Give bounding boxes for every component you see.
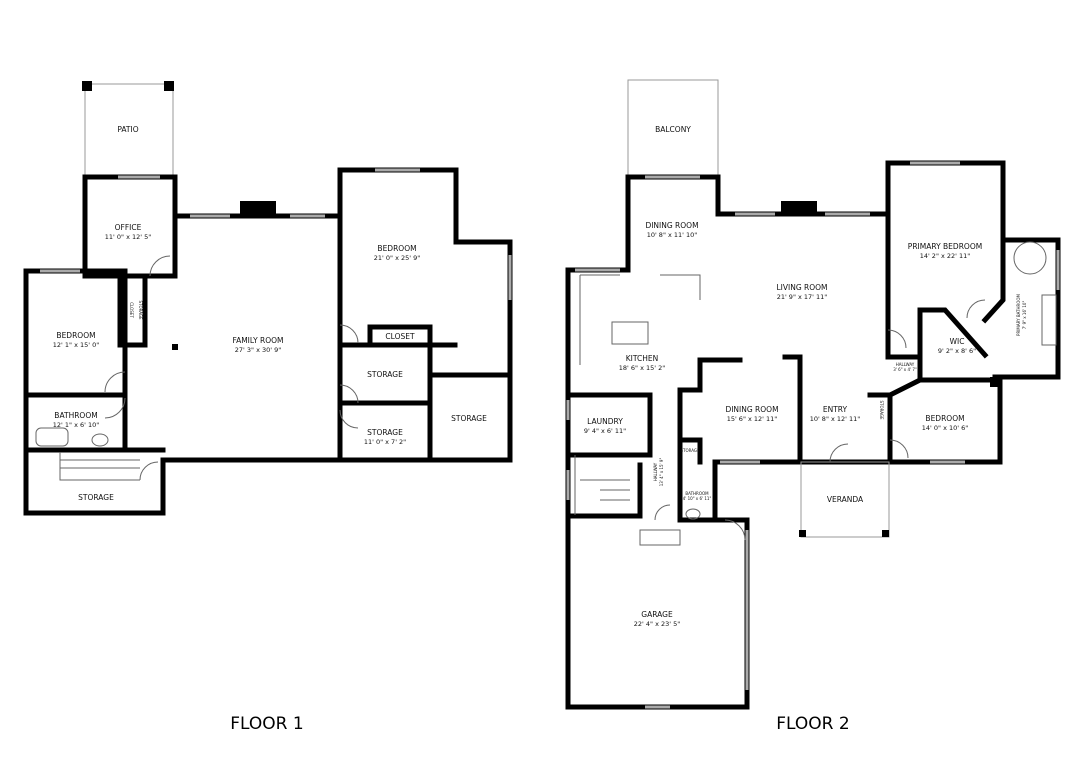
patio-post (164, 81, 174, 91)
floor-2-title: FLOOR 2 (776, 714, 849, 734)
door-swings (654, 299, 986, 541)
toilet-icon (685, 508, 701, 520)
kitchen-island-icon (611, 321, 649, 345)
room-dims: 15' 6" x 12' 11" (727, 415, 778, 423)
room-label: STORAGE (78, 493, 114, 502)
room-label: BEDROOM (377, 244, 416, 253)
closet-walls (117, 273, 148, 348)
toilet-icon (91, 433, 109, 447)
room-label: ENTRY (823, 405, 848, 414)
floor-1-plan: PATIO OFFICE 11' 0" x 12' 5" BEDROOM 12'… (23, 81, 513, 734)
stairs-icon (574, 455, 681, 546)
room-dims: 14' 0" x 10' 6" (922, 424, 968, 432)
room-label: PRIMARY BATHROOM (1016, 293, 1021, 335)
stairs-icon (59, 452, 140, 481)
room-label: BATHROOM (685, 491, 709, 496)
floor-1-title: FLOOR 1 (230, 714, 303, 734)
exterior-wall-bottom (23, 268, 513, 516)
room-dims: 4' 10" x 6' 11" (683, 496, 712, 501)
windows (40, 168, 512, 300)
room-dims: 13' 4" x 15' 9" (659, 458, 664, 487)
room-dims: 9' 4" x 6' 11" (584, 427, 626, 435)
room-dims: 21' 9" x 17' 11" (777, 293, 828, 301)
room-label: WIC (950, 337, 965, 346)
room-dims: 10' 8" x 12' 11" (810, 415, 861, 423)
room-label: STORAGE (879, 400, 884, 420)
room-label: OFFICE (115, 223, 142, 232)
windows (566, 161, 1060, 709)
room-label: BEDROOM (56, 331, 95, 340)
patio-post (82, 81, 92, 91)
primary-suite-walls (885, 211, 1006, 383)
room-label: FAMILY ROOM (232, 336, 283, 345)
room-dims: 12' 1" x 15' 0" (53, 341, 99, 349)
room-label: GARAGE (641, 610, 673, 619)
room-label: DINING ROOM (645, 221, 698, 230)
room-label: PATIO (117, 125, 138, 134)
room-label: STORAGE (451, 414, 487, 423)
room-label: CLOSET (129, 302, 134, 318)
bedroom-bath-walls (23, 268, 166, 453)
room-label: PRIMARY BEDROOM (908, 242, 982, 251)
room-label: BALCONY (655, 125, 691, 134)
room-dims: 22' 4" x 23' 5" (634, 620, 680, 628)
veranda-post (799, 530, 806, 537)
interior-walls (337, 167, 513, 463)
bathtub-icon (1013, 241, 1047, 275)
room-dims: 12' 1" x 6' 10" (53, 421, 99, 429)
veranda-post (882, 530, 889, 537)
room-label: STORAGE (367, 428, 403, 437)
room-dims: 27' 3" x 30' 9" (235, 346, 281, 354)
room-dims: 11' 0" x 7' 2" (364, 438, 406, 446)
vanity-icon (1041, 294, 1057, 346)
fireplace-icon (781, 201, 817, 214)
veranda-outline (800, 461, 890, 538)
room-label: KITCHEN (626, 354, 659, 363)
room-dims: 14' 2" x 22' 11" (920, 252, 971, 260)
room-label: STORAGE (138, 300, 143, 320)
room-dims: 7' 9" x 16' 10" (1022, 301, 1027, 330)
room-dims: 18' 6" x 15' 2" (619, 364, 665, 372)
bedroom-walls (867, 376, 924, 465)
room-label: CLOSET (385, 332, 415, 341)
kitchen-counter-icon (579, 274, 701, 365)
room-dims: 3' 6" x 4' 7" (893, 367, 917, 372)
column-icon (990, 377, 1000, 387)
room-dims: 10' 8" x 11' 10" (647, 231, 698, 239)
room-dims: 11' 0" x 12' 5" (105, 233, 151, 241)
room-label: LIVING ROOM (776, 283, 827, 292)
room-label: DINING ROOM (725, 405, 778, 414)
room-dims: 21' 0" x 25' 9" (374, 254, 420, 262)
room-label: STORAGE (680, 448, 700, 453)
room-label: LAUNDRY (587, 417, 623, 426)
room-label: VERANDA (827, 495, 864, 504)
room-label: HALLWAY (653, 462, 658, 481)
column-icon (172, 344, 178, 350)
door-swings (104, 255, 359, 481)
room-label: HALLWAY (896, 362, 915, 367)
room-label: STORAGE (367, 370, 403, 379)
room-dims: 9' 2" x 8' 6" (938, 347, 976, 355)
room-label: BATHROOM (54, 411, 97, 420)
interior-walls (565, 354, 803, 523)
floor-2-plan: BALCONY DINING ROOM 10' 8" x 11' 10" LIV… (565, 79, 1061, 734)
bathtub-icon (35, 427, 69, 447)
room-label: BEDROOM (925, 414, 964, 423)
fireplace-icon (240, 201, 276, 216)
